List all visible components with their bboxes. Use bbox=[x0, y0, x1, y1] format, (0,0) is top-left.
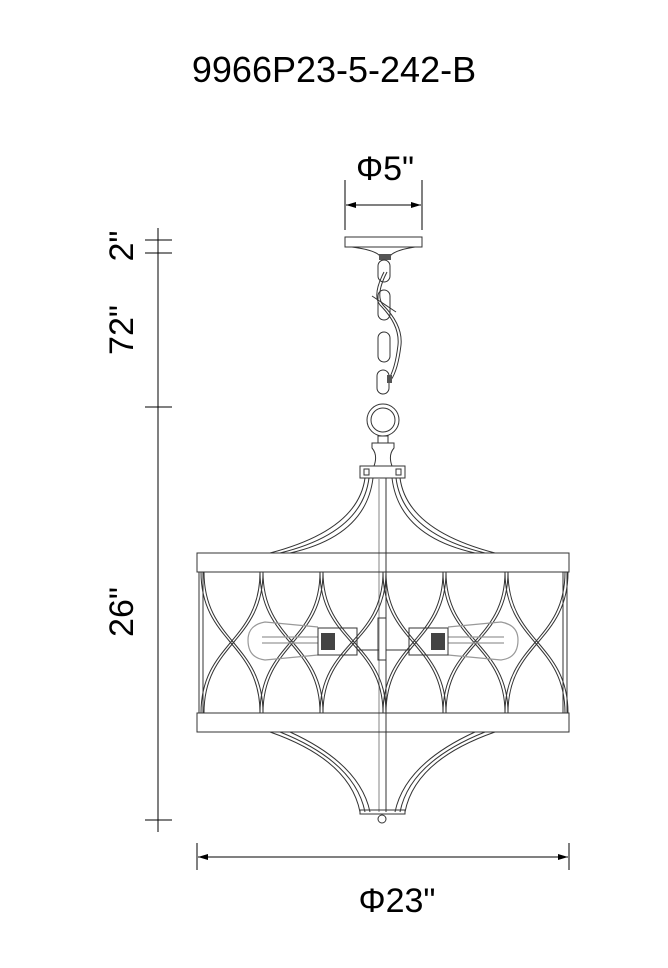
bottom-band bbox=[196, 712, 570, 733]
canopy-diameter-label: Φ5" bbox=[356, 150, 414, 188]
height-dimensions: 2" 72" 26" bbox=[103, 228, 172, 832]
cage-curve bbox=[203, 571, 264, 714]
cage-curve bbox=[200, 571, 261, 714]
cage-curve bbox=[322, 571, 387, 714]
cage-curve bbox=[319, 571, 384, 714]
cage-curve bbox=[385, 571, 447, 714]
right-bulb-socket bbox=[386, 621, 519, 661]
fixture-diameter-dimension: Φ23" bbox=[196, 843, 570, 920]
canopy-diameter-dimension: Φ5" bbox=[344, 150, 423, 230]
canopy bbox=[344, 236, 423, 260]
chain bbox=[371, 259, 402, 395]
loop-ring bbox=[359, 403, 406, 479]
finial bbox=[359, 809, 406, 824]
chain-length-label: 72" bbox=[103, 305, 141, 355]
cage bbox=[198, 571, 569, 714]
canopy-height-label: 2" bbox=[103, 231, 141, 262]
fixture-height-label: 26" bbox=[103, 587, 141, 637]
lower-arms bbox=[269, 731, 496, 813]
fixture-diameter-label: Φ23" bbox=[358, 882, 435, 920]
cage-curve bbox=[507, 571, 569, 714]
left-bulb-socket bbox=[247, 621, 379, 661]
upper-arms bbox=[269, 477, 496, 554]
top-band bbox=[196, 552, 570, 573]
center-rod bbox=[377, 478, 387, 812]
cage-curve bbox=[382, 571, 444, 714]
cage-curve bbox=[504, 571, 566, 714]
model-title: 9966P23-5-242-B bbox=[192, 49, 476, 90]
